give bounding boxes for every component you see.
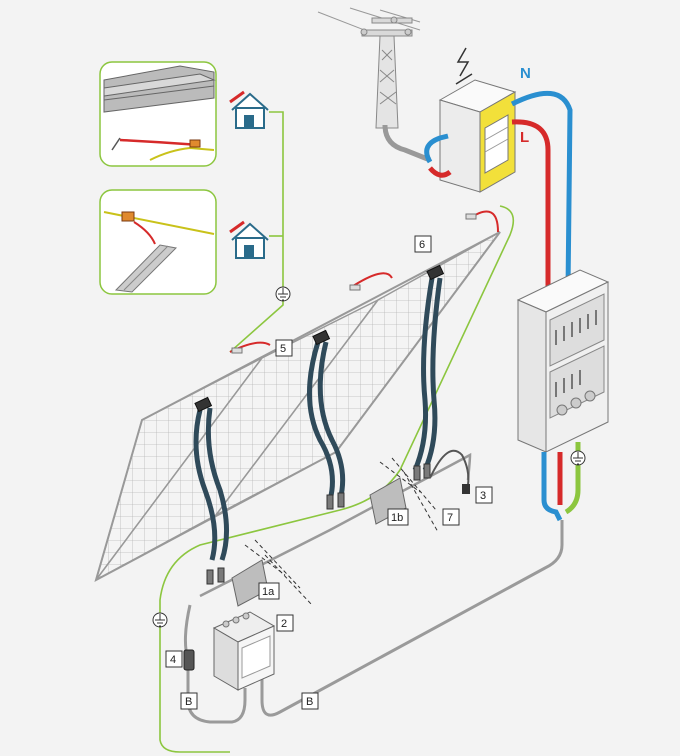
distribution-board [516,269,610,453]
svg-text:5: 5 [280,343,286,355]
cable-3-coil [429,449,470,486]
end-cap-3 [462,484,470,494]
callout-1b: 1b [387,508,409,526]
ac-trunk-cable [183,604,247,724]
callout-4: 4 [165,650,183,668]
callout-6: 6 [414,235,432,253]
svg-text:1b: 1b [391,512,403,524]
svg-text:4: 4 [170,654,176,666]
svg-text:B: B [306,696,313,708]
connector-4 [183,649,195,671]
ground-symbol-icon [152,612,168,628]
pole-feed-cable [382,124,431,163]
inset-detail-top [99,61,217,167]
board-out-green [564,442,581,515]
inset-detail-bottom [99,189,217,295]
svg-text:3: 3 [480,490,486,502]
panel-dc-cables [193,277,443,561]
board-out-blue [541,452,563,522]
panel-clamps [231,213,477,354]
svg-text:2: 2 [281,618,287,630]
lightning-icon [455,47,473,85]
ground-symbol-icon [570,450,586,466]
house-ground-icon [229,90,269,129]
meter-feed-blue [424,133,449,164]
label-n: N [520,65,531,82]
label-l: L [520,129,529,146]
svg-text:6: 6 [419,239,425,251]
junction-boxes [194,264,445,413]
meter-feed-red [428,166,452,178]
dc-connectors [206,463,431,585]
callout-b-right: B [301,692,319,710]
ground-symbol-icon [275,286,291,302]
callout-7: 7 [442,508,460,526]
electricity-meter [438,79,517,193]
callout-1a: 1a [258,582,280,600]
main-grey-cable [260,520,564,717]
ac-junction-box [212,611,276,691]
utility-pole [317,7,421,129]
callout-3: 3 [475,486,493,504]
neutral-cable [510,90,573,291]
live-cable [511,119,551,300]
svg-text:B: B [185,696,192,708]
callout-b-left: B [180,692,198,710]
house-ground-icon [229,220,269,259]
svg-text:1a: 1a [262,586,275,598]
svg-text:7: 7 [447,512,453,524]
callout-2: 2 [276,614,294,632]
callout-5: 5 [275,339,293,357]
